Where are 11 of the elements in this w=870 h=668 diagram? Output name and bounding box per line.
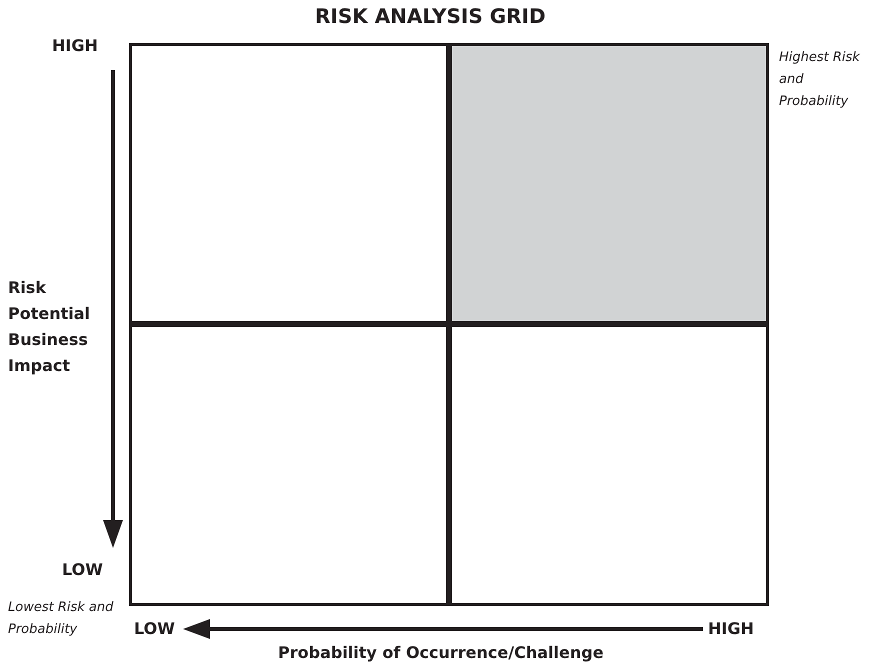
axis-end-label: LOW — [62, 560, 103, 579]
axis-end-label: HIGH — [52, 36, 98, 55]
axis-end-label: LOW — [134, 619, 175, 638]
annotation-text: Lowest Risk and Probability — [8, 599, 114, 639]
quadrant-box — [129, 43, 449, 324]
axis-title: Probability of Occurrence/Challenge — [278, 643, 604, 662]
annotation-text: Highest Risk and Probability — [779, 49, 861, 111]
axis-title: Risk Potential Business Impact — [8, 277, 92, 377]
axis-end-label: HIGH — [708, 619, 754, 638]
title: RISK ANALYSIS GRID — [315, 4, 546, 28]
quadrant-box — [449, 324, 769, 606]
